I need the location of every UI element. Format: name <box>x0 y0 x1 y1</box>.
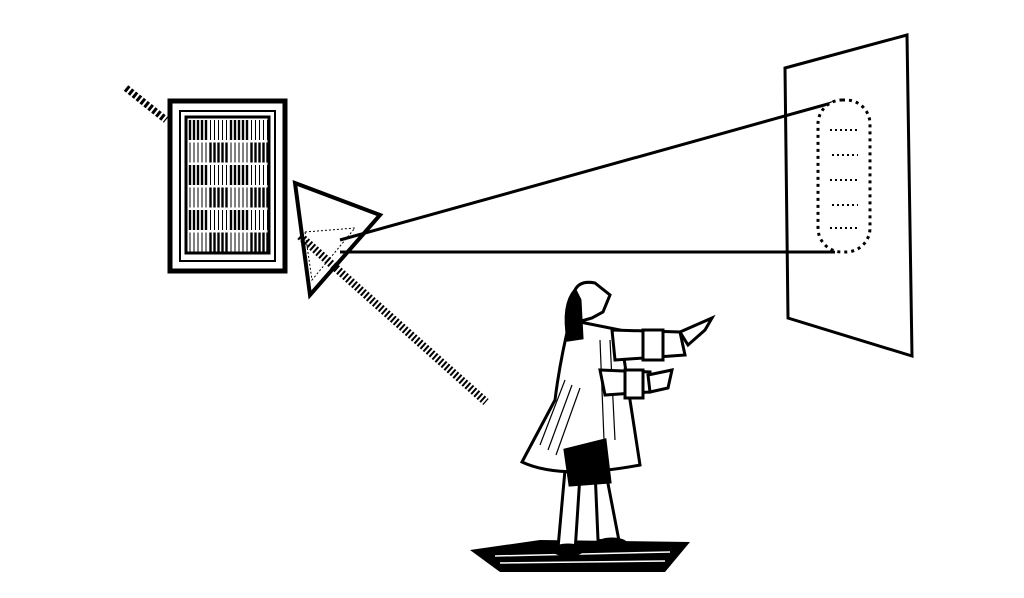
spectrum <box>816 98 872 254</box>
unrefracted-ray <box>297 233 489 405</box>
ground-shadow <box>470 540 690 572</box>
incoming-ray <box>123 85 169 123</box>
observer-figure <box>519 280 716 557</box>
window <box>167 98 288 274</box>
light-beam-upper <box>339 100 836 242</box>
screen <box>783 33 914 359</box>
window-panes <box>188 120 269 253</box>
prism <box>292 179 384 300</box>
